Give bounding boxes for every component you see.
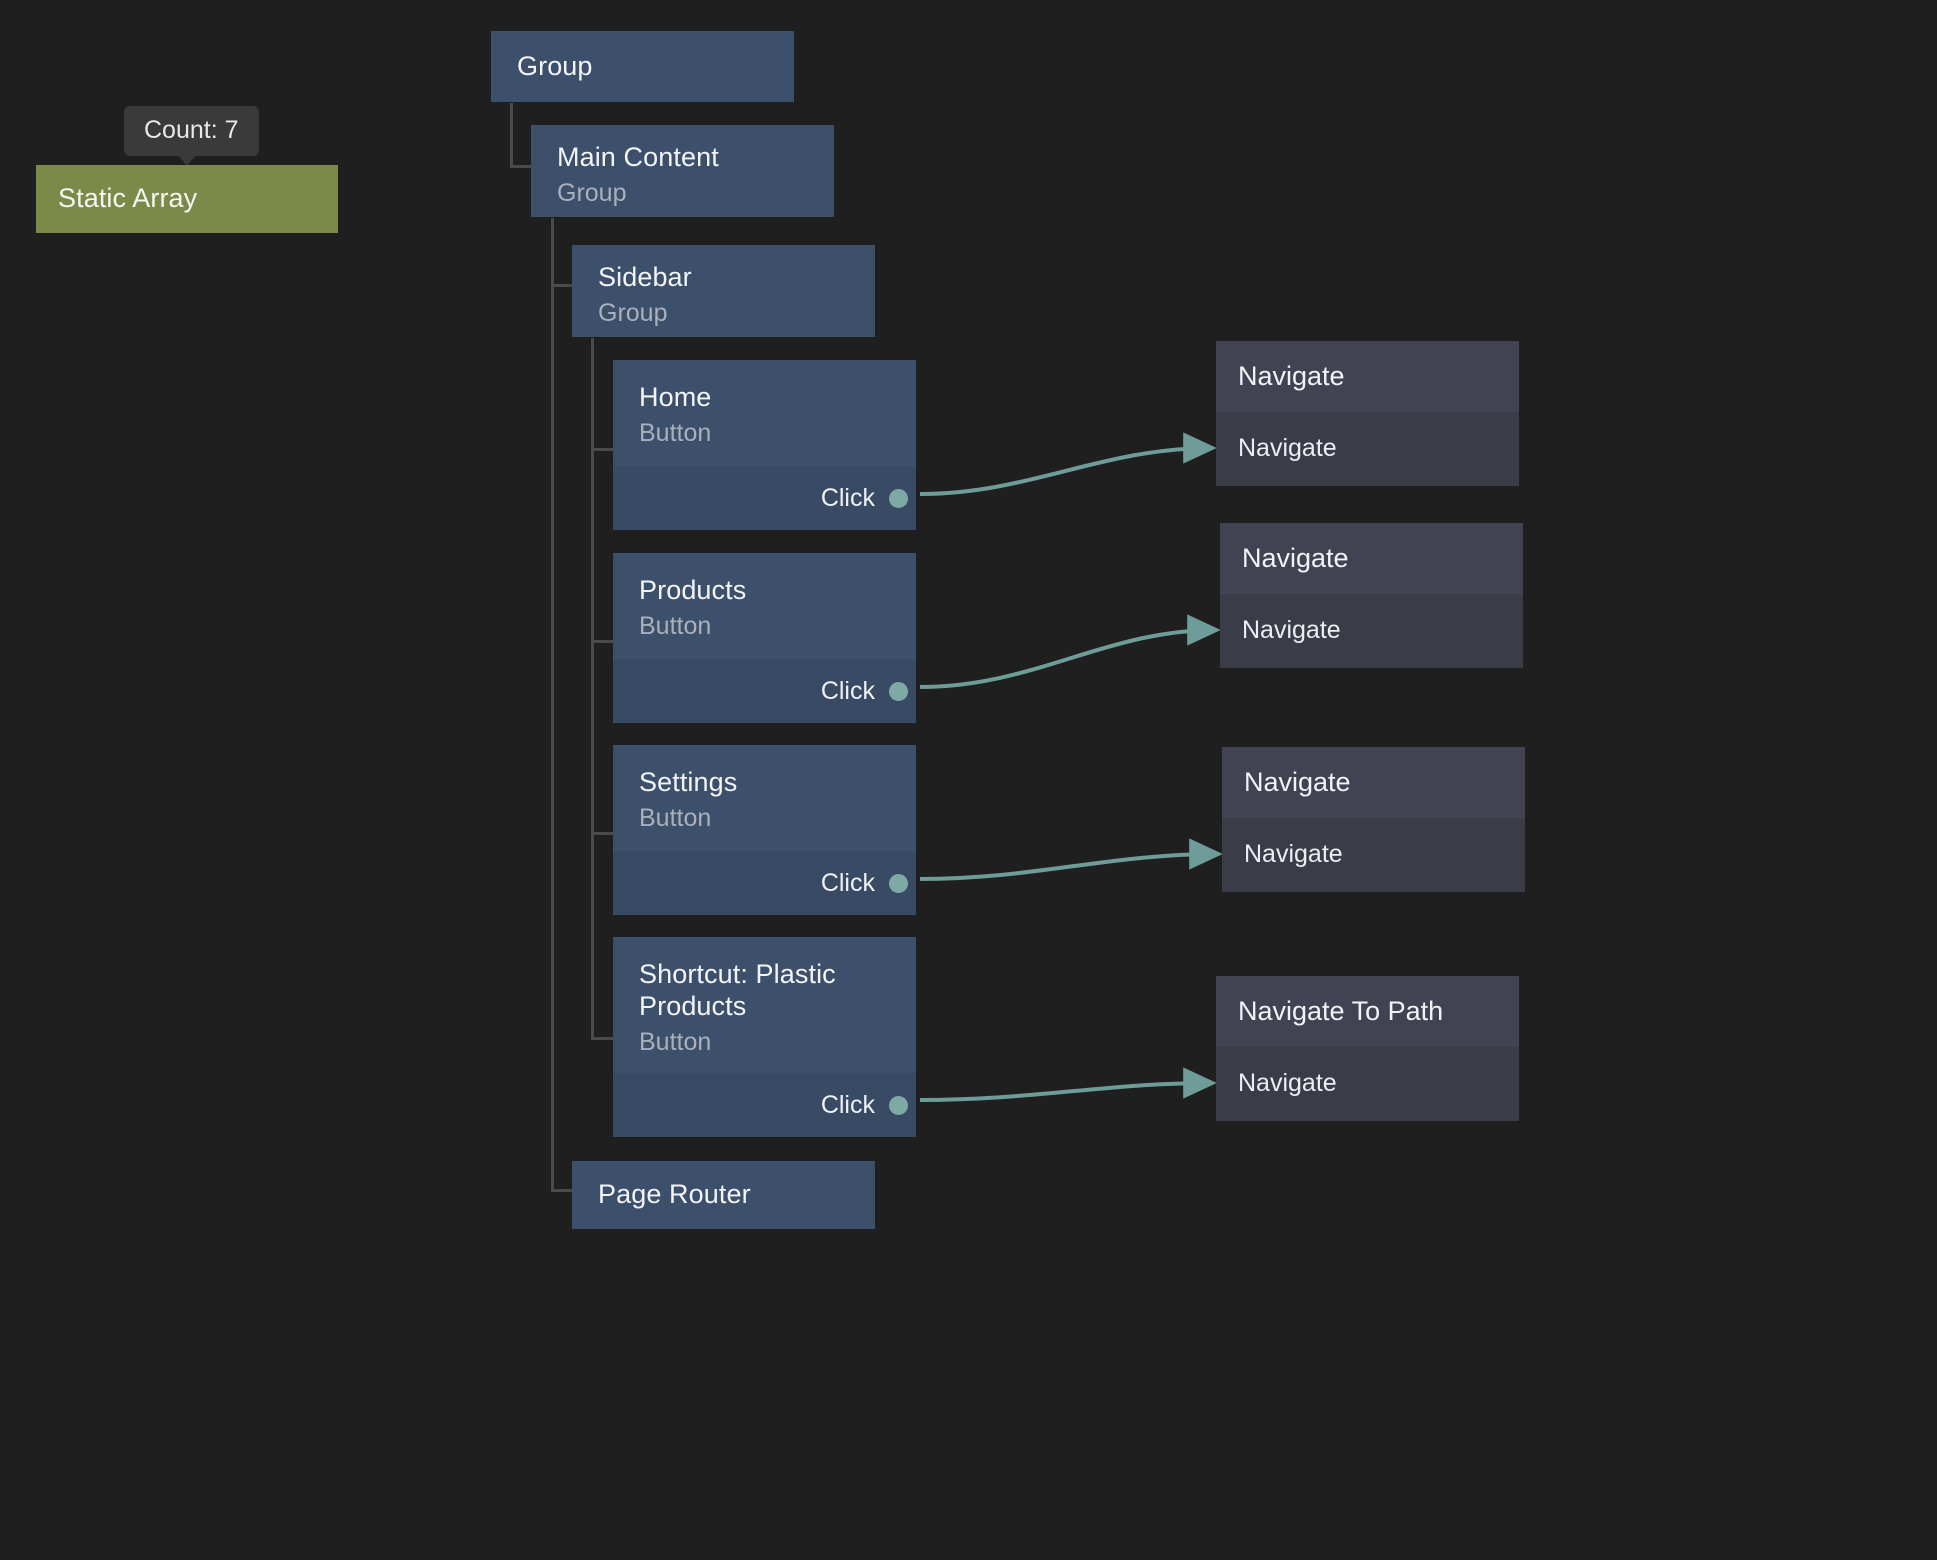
tree-branch-shortcut (591, 1037, 613, 1040)
count-tooltip: Count: 7 (124, 106, 259, 156)
tree-line-main-v (551, 218, 554, 286)
node-button-settings-head: Settings Button (613, 745, 916, 851)
edge-shortcut-navigate-to-path (919, 1067, 1217, 1102)
edge-products-navigate (919, 614, 1221, 689)
node-button-shortcut-title: Shortcut: Plastic Products (639, 959, 836, 1021)
count-tooltip-arrow (172, 148, 202, 166)
node-group-root-title: Group (517, 50, 593, 81)
node-button-home-subtitle: Button (639, 418, 712, 447)
port-dot-home-click[interactable] (889, 488, 908, 508)
tree-line-children-spine (591, 338, 594, 1040)
tree-branch-products (591, 640, 613, 643)
edge-home-navigate (919, 432, 1217, 496)
tree-line-root-h (510, 165, 532, 168)
node-button-shortcut-plastic-products[interactable]: Shortcut: Plastic Products Button Click (613, 937, 916, 1137)
action-navigate-home[interactable]: Navigate Navigate (1216, 341, 1519, 486)
action-navigate-home-title: Navigate (1238, 361, 1345, 391)
action-navigate-to-path-title: Navigate To Path (1238, 996, 1444, 1026)
action-navigate-settings-title: Navigate (1244, 767, 1351, 797)
node-button-products-subtitle: Button (639, 611, 712, 640)
action-navigate-products-title: Navigate (1242, 543, 1349, 573)
node-button-home[interactable]: Home Button Click (613, 360, 916, 530)
node-button-shortcut-subtitle: Button (639, 1027, 712, 1056)
node-static-array-title: Static Array (58, 183, 198, 214)
action-port-label-navigate-products: Navigate (1242, 616, 1341, 644)
node-group-root[interactable]: Group (491, 31, 794, 102)
node-button-home-body: Click (613, 466, 916, 530)
node-button-settings-subtitle: Button (639, 803, 712, 832)
node-button-products-body: Click (613, 659, 916, 723)
node-main-content-title: Main Content (557, 142, 719, 172)
event-row-shortcut-click[interactable]: Click (821, 1073, 916, 1137)
action-port-label-navigate-home: Navigate (1238, 434, 1337, 462)
action-navigate-products-head: Navigate (1220, 523, 1523, 594)
event-label-shortcut-click: Click (820, 1090, 875, 1119)
event-label-home-click: Click (820, 483, 875, 512)
event-row-products-click[interactable]: Click (821, 659, 916, 723)
event-row-settings-click[interactable]: Click (821, 851, 916, 915)
tree-line-sidebar-spine (551, 286, 554, 1192)
node-button-products-title: Products (639, 575, 747, 605)
action-navigate-settings[interactable]: Navigate Navigate (1222, 747, 1525, 892)
tree-branch-home (591, 448, 613, 451)
node-button-home-head: Home Button (613, 360, 916, 466)
action-navigate-settings-body: Navigate (1222, 818, 1525, 892)
node-button-shortcut-head: Shortcut: Plastic Products Button (613, 937, 916, 1073)
node-main-content-head: Main Content Group (531, 125, 834, 217)
tree-line-main-h (551, 284, 573, 287)
action-navigate-to-path[interactable]: Navigate To Path Navigate (1216, 976, 1519, 1121)
count-tooltip-text: Count: 7 (144, 116, 239, 144)
tree-line-pagerouter-h (551, 1189, 573, 1192)
event-label-settings-click: Click (820, 868, 875, 897)
node-button-settings[interactable]: Settings Button Click (613, 745, 916, 915)
action-navigate-home-head: Navigate (1216, 341, 1519, 412)
action-port-label-navigate-to-path: Navigate (1238, 1069, 1337, 1097)
node-button-settings-title: Settings (639, 767, 738, 797)
node-button-home-title: Home (639, 382, 712, 412)
node-page-router-title: Page Router (598, 1179, 751, 1210)
port-dot-products-click[interactable] (889, 681, 908, 701)
node-page-router[interactable]: Page Router (572, 1161, 875, 1229)
node-main-content-subtitle: Group (557, 178, 627, 207)
node-sidebar[interactable]: Sidebar Group (572, 245, 875, 337)
action-port-label-navigate-settings: Navigate (1244, 840, 1343, 868)
tree-branch-settings (591, 832, 613, 835)
node-main-content[interactable]: Main Content Group (531, 125, 834, 217)
node-static-array[interactable]: Static Array (36, 165, 338, 233)
action-navigate-settings-head: Navigate (1222, 747, 1525, 818)
port-dot-shortcut-click[interactable] (889, 1095, 908, 1115)
action-navigate-products-body: Navigate (1220, 594, 1523, 668)
tree-line-root-v (510, 103, 513, 167)
edge-settings-navigate (919, 838, 1223, 881)
node-sidebar-title: Sidebar (598, 262, 692, 292)
node-button-products[interactable]: Products Button Click (613, 553, 916, 723)
action-navigate-products[interactable]: Navigate Navigate (1220, 523, 1523, 668)
node-button-shortcut-body: Click (613, 1073, 916, 1137)
event-label-products-click: Click (820, 676, 875, 705)
node-button-products-head: Products Button (613, 553, 916, 659)
node-sidebar-subtitle: Group (598, 298, 668, 327)
action-navigate-to-path-head: Navigate To Path (1216, 976, 1519, 1047)
action-navigate-to-path-body: Navigate (1216, 1047, 1519, 1121)
port-dot-settings-click[interactable] (889, 873, 908, 893)
node-button-settings-body: Click (613, 851, 916, 915)
event-row-home-click[interactable]: Click (821, 466, 916, 530)
action-navigate-home-body: Navigate (1216, 412, 1519, 486)
node-sidebar-head: Sidebar Group (572, 245, 875, 337)
